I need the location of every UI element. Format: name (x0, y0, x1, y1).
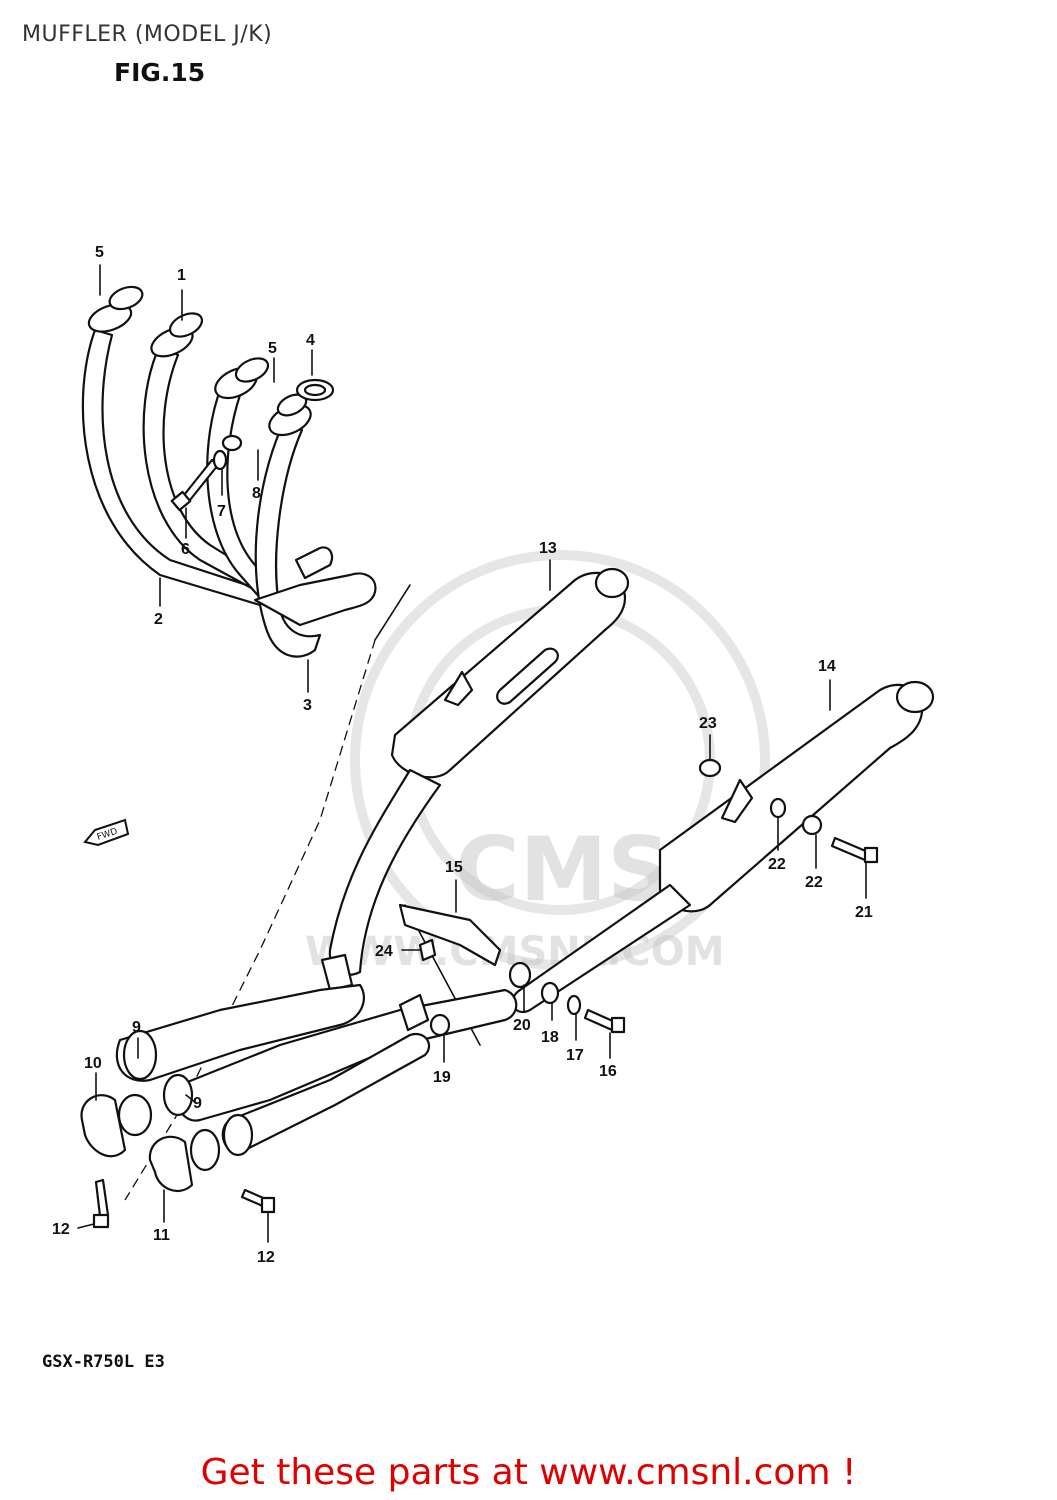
callout-5: 5 (95, 244, 104, 261)
page-title: MUFFLER (MODEL J/K) (22, 22, 273, 47)
washer-22a (769, 797, 787, 819)
callout-17: 17 (566, 1047, 584, 1064)
hardware (92, 758, 879, 1229)
callout-20: 20 (513, 1017, 531, 1034)
pipe-flange-5-center (214, 357, 270, 400)
callout-22: 22 (805, 874, 823, 891)
callout-12: 12 (52, 1221, 70, 1238)
bolt-21 (830, 836, 870, 862)
callout-11: 11 (153, 1227, 170, 1244)
connector-pipes (80, 983, 518, 1192)
callout-8: 8 (252, 485, 261, 502)
muffler-13 (320, 567, 630, 992)
pipe-flange-5-left (87, 285, 144, 333)
callout-15: 15 (445, 859, 463, 876)
nut-19 (429, 1013, 451, 1037)
sleeve (117, 1093, 153, 1137)
model-code: GSX-R750L E3 (42, 1352, 165, 1372)
muffler-14 (511, 680, 935, 1013)
exhaust-pipe-assembly (81, 285, 377, 658)
callout-22: 22 (768, 856, 786, 873)
pipe-clamp-9-upper (122, 1029, 158, 1081)
bracket-15 (398, 903, 502, 967)
washer-22b (801, 814, 823, 836)
nut-8 (221, 434, 243, 452)
washer-7 (212, 449, 228, 471)
callout-16: 16 (599, 1063, 617, 1080)
callout-12: 12 (257, 1249, 275, 1266)
callout-labels: 5 1 5 4 7 8 6 2 3 13 14 23 22 22 21 15 2… (52, 244, 873, 1266)
forward-direction-marker: FWD (83, 818, 130, 847)
bolt-16 (583, 1008, 617, 1032)
clamp-10 (80, 1094, 127, 1158)
bolt-12-left (94, 1178, 110, 1218)
callout-2: 2 (154, 611, 163, 628)
callout-7: 7 (217, 503, 226, 520)
bolt-24 (418, 938, 437, 962)
callout-6: 6 (181, 541, 190, 558)
callout-23: 23 (699, 715, 717, 732)
nut-23 (698, 758, 722, 778)
callout-1: 1 (177, 267, 186, 284)
pipe-clamp-9-lower (162, 1073, 194, 1117)
callout-21: 21 (855, 904, 873, 921)
watermark-brand: CMS (455, 818, 671, 921)
callout-10: 10 (84, 1055, 102, 1072)
cta-link[interactable]: Get these parts at www.cmsnl.com ! (200, 1452, 857, 1493)
callout-3: 3 (303, 697, 312, 714)
callout-4: 4 (306, 332, 315, 349)
clamp-11 (148, 1135, 194, 1192)
callout-19: 19 (433, 1069, 451, 1086)
callout-24: 24 (375, 943, 393, 960)
callout-14: 14 (818, 658, 836, 675)
callout-13: 13 (539, 540, 557, 557)
figure-number: FIG.15 (114, 58, 206, 87)
callout-5: 5 (268, 340, 277, 357)
leader-lines (77, 264, 867, 1243)
cushion-20 (508, 961, 532, 989)
pipe-flange-1 (150, 312, 204, 358)
washer-17 (566, 994, 582, 1016)
callout-18: 18 (541, 1029, 559, 1046)
callout-9: 9 (193, 1095, 202, 1112)
callout-9: 9 (132, 1019, 141, 1036)
washer-18 (540, 981, 560, 1005)
